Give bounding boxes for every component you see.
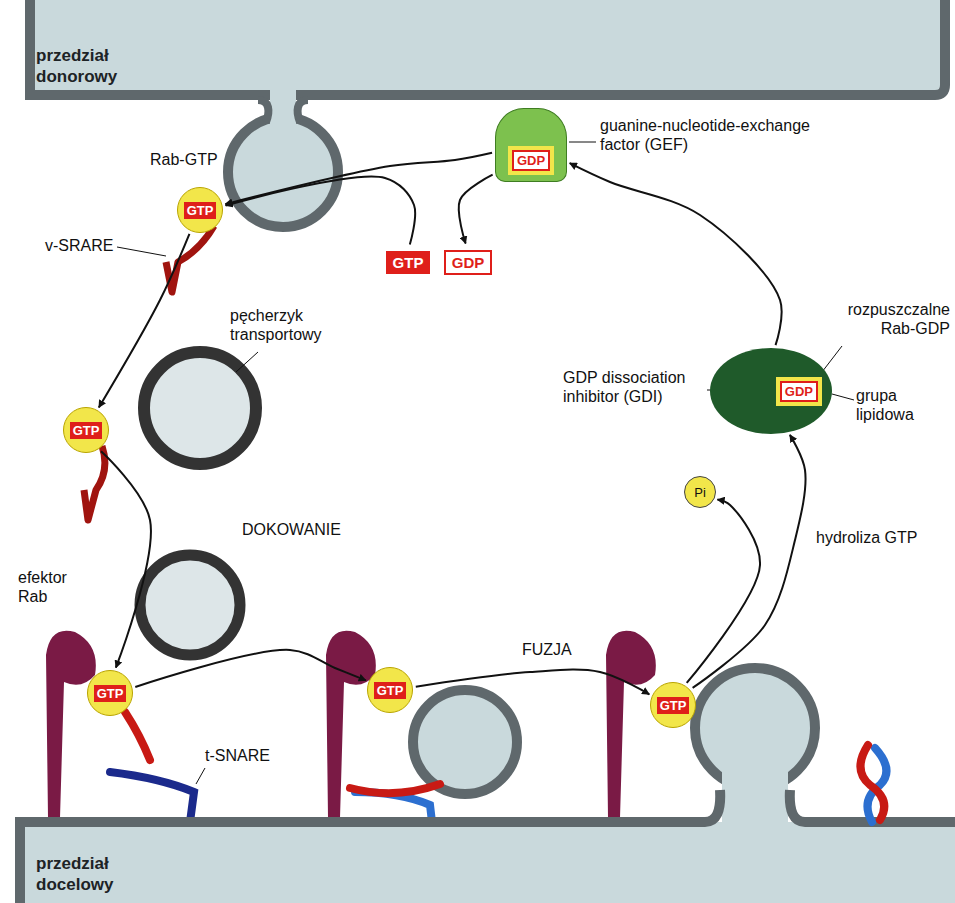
step-label: hydroliza GTP: [814, 528, 919, 547]
rab-protein: GTP: [367, 667, 413, 713]
rab-effector: [606, 631, 656, 818]
v-snare: [166, 226, 214, 292]
step-label: DOKOWANIE: [240, 520, 343, 539]
node-text: GDP: [444, 250, 493, 275]
step-label: FUZJA: [520, 640, 574, 659]
leader-line: [196, 768, 205, 784]
phosphate: Pi: [684, 476, 716, 508]
effector-label: efektor Rab: [18, 568, 90, 606]
protein-label: guanine-nucleotide-exchange factor (GEF): [600, 116, 815, 154]
v-snare: [350, 784, 440, 793]
node-text: GTP: [386, 251, 431, 274]
cycle-arrow: [101, 451, 151, 667]
leader-line: [117, 247, 166, 256]
donor-membrane: [30, 0, 945, 95]
docking-vesicle: [140, 555, 240, 655]
budding-vesicle: [228, 117, 338, 227]
cycle-arrow: [570, 163, 782, 345]
cycle-arrow: [99, 234, 190, 408]
cycle-arrow: [459, 175, 493, 244]
protein-label: rozpuszczalne Rab-GDP: [812, 300, 950, 338]
node-text: Pi: [694, 485, 706, 500]
donor-compartment: przedział donorowy: [0, 0, 955, 95]
target-membrane: [20, 790, 955, 903]
cycle-arrow: [225, 153, 492, 204]
leader-line: [236, 352, 258, 372]
v-snare: [860, 745, 884, 820]
cycle-arrow: [687, 500, 760, 683]
protein-label: Rab-GTP: [150, 150, 218, 169]
cycle-arrow: [226, 177, 416, 245]
gef-protein: GDP: [495, 108, 567, 182]
leader-line: [832, 394, 854, 400]
vesicle-label: pęcherzyk transportowy: [230, 306, 360, 344]
protein-label: GDP dissociation inhibitor (GDI): [563, 368, 705, 406]
docked-vesicle: [413, 690, 517, 794]
node-text: przedział donorowy: [36, 46, 156, 87]
rab-protein: GTP: [650, 682, 696, 728]
rab-protein: GTP: [177, 187, 223, 233]
node-text: GTP: [184, 202, 217, 219]
donor-lumen: [30, 0, 945, 95]
rab-protein: GTP: [87, 670, 133, 716]
snare-label: t-SNARE: [205, 746, 270, 765]
vesicle-neck: [270, 88, 296, 126]
node-text: GTP: [94, 685, 127, 702]
target-lumen: [20, 822, 955, 903]
leader-line: [822, 346, 842, 372]
node-text: GTP: [70, 422, 103, 439]
v-snare: [125, 712, 150, 760]
snare-label: v-SRARE: [45, 236, 113, 255]
lipid-label: grupa lipidowa: [856, 386, 946, 424]
rab-protein: GTP: [63, 407, 109, 453]
neck-membrane: [258, 100, 308, 122]
node-text: GTP: [657, 697, 690, 714]
gdp-box: GDP: [440, 247, 497, 278]
t-snare: [110, 772, 194, 822]
leader-line: [569, 142, 596, 143]
rab-effector: [46, 631, 96, 818]
node-text: GTP: [374, 682, 407, 699]
v-snare: [84, 446, 105, 520]
cycle-arrow: [135, 650, 366, 687]
node-text: GDP: [780, 381, 818, 402]
cycle-arrow: [416, 670, 650, 695]
node-text: przedział docelowy: [36, 854, 156, 895]
gtp-box: GTP: [382, 248, 435, 277]
target-compartment: przedział docelowy: [0, 824, 955, 903]
fusion-pore: [722, 768, 788, 828]
node-text: GDP: [512, 150, 550, 171]
cycle-arrow: [693, 435, 806, 688]
gdi-protein: GDP: [710, 348, 832, 434]
